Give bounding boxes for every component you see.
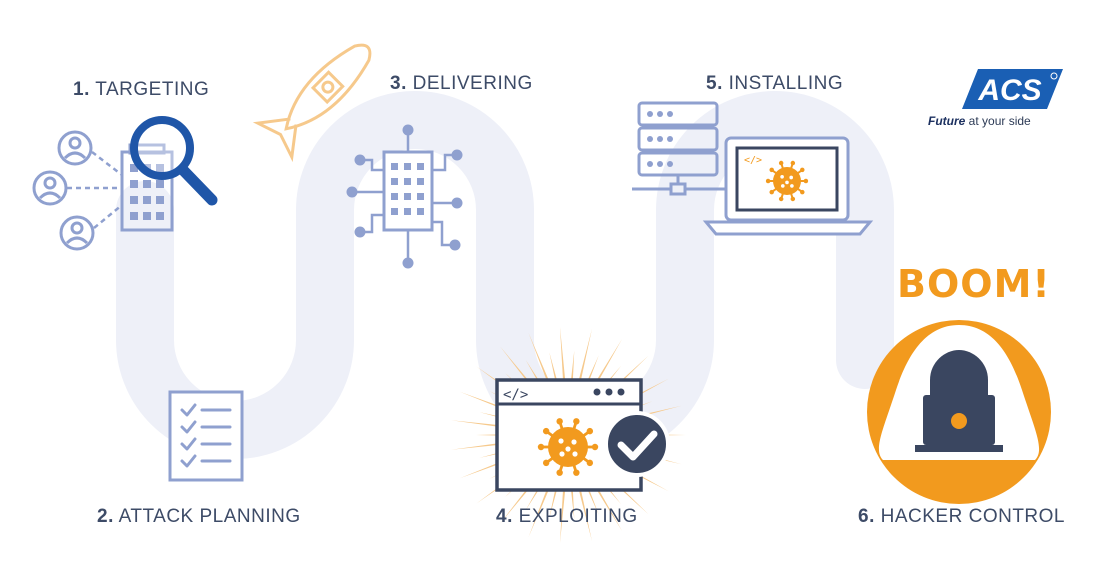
laptop-icon: </> bbox=[702, 136, 874, 236]
step-number: 6. bbox=[858, 506, 875, 527]
magnifier-icon bbox=[130, 116, 218, 206]
step-number: 1. bbox=[73, 79, 90, 100]
code-symbol: </> bbox=[744, 155, 762, 166]
person-icon bbox=[57, 130, 93, 166]
step-label-installing: 5. INSTALLING bbox=[706, 73, 843, 95]
step-label-hacker-control: 6. HACKER CONTROL bbox=[858, 506, 1065, 528]
winding-path bbox=[116, 91, 894, 459]
step-number: 2. bbox=[97, 506, 114, 527]
person-icon bbox=[59, 215, 95, 251]
building-icon bbox=[120, 143, 174, 232]
step-title: EXPLOITING bbox=[518, 506, 638, 527]
virus-icon bbox=[765, 160, 809, 202]
virus-icon bbox=[537, 418, 599, 476]
step-number: 4. bbox=[496, 506, 513, 527]
step-title: ATTACK PLANNING bbox=[118, 506, 301, 527]
step-label-targeting: 1. TARGETING bbox=[73, 79, 209, 101]
missile-icon bbox=[252, 43, 372, 163]
step-label-exploiting: 4. EXPLOITING bbox=[496, 506, 638, 528]
checkmark-icon bbox=[604, 411, 670, 477]
network-building-icon bbox=[346, 124, 463, 269]
server-lights bbox=[647, 111, 673, 167]
connection-lines bbox=[67, 151, 123, 229]
step-title: HACKER CONTROL bbox=[880, 506, 1065, 527]
step-number: 5. bbox=[706, 73, 723, 94]
logo-brand: ACS bbox=[977, 74, 1041, 107]
checklist-icon bbox=[168, 390, 244, 482]
step-title: INSTALLING bbox=[728, 73, 844, 94]
targeting-illustration bbox=[32, 116, 218, 251]
step-label-attack-planning: 2. ATTACK PLANNING bbox=[97, 506, 301, 528]
person-icon bbox=[32, 170, 68, 206]
boom-text: BOOM! bbox=[897, 262, 1051, 306]
logo-tagline: Future at your side bbox=[928, 114, 1031, 128]
step-title: TARGETING bbox=[95, 79, 210, 100]
acs-logo: ACS bbox=[962, 69, 1063, 109]
step-number: 3. bbox=[390, 73, 407, 94]
step-label-delivering: 3. DELIVERING bbox=[390, 73, 533, 95]
server-icon bbox=[632, 101, 726, 196]
tagline-bold: Future bbox=[928, 114, 966, 128]
hacker-icon bbox=[867, 320, 1051, 504]
code-symbol: </> bbox=[503, 387, 528, 403]
step-title: DELIVERING bbox=[412, 73, 533, 94]
tagline-rest: at your side bbox=[965, 114, 1031, 128]
